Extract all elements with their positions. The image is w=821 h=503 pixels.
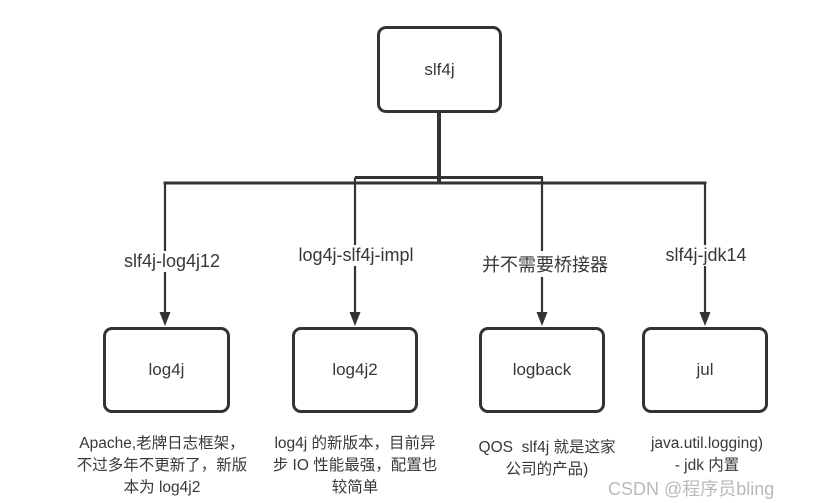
node-log4j2-label: log4j2 xyxy=(332,360,378,379)
arrowhead-log4j xyxy=(159,312,171,326)
node-jul: jul xyxy=(642,327,768,413)
node-jul-label: jul xyxy=(696,360,714,379)
node-log4j: log4j xyxy=(103,327,230,413)
edge-label-no-bridge: 并不需要桥接器 xyxy=(479,251,611,277)
caption-logback: QOS slf4j 就是这家 公司的产品) xyxy=(478,439,616,478)
edge-label-log4j-slf4j-impl: log4j-slf4j-impl xyxy=(295,245,417,266)
node-logback: logback xyxy=(479,327,605,413)
watermark-text: CSDN @程序员bling xyxy=(608,479,775,499)
arrowhead-jul xyxy=(699,312,711,326)
caption-log4j2: log4j 的新版本，目前异 步 IO 性能最强，配置也 较简单 xyxy=(272,435,438,496)
node-logback-label: logback xyxy=(512,360,572,379)
node-slf4j-label: slf4j xyxy=(424,59,455,79)
edge-label-slf4j-log4j12: slf4j-log4j12 xyxy=(120,251,224,272)
caption-jul: java.util.logging) - jdk 内置 xyxy=(650,435,763,474)
node-slf4j: slf4j xyxy=(377,26,502,113)
node-log4j-label: log4j xyxy=(148,360,185,379)
caption-log4j: Apache,老牌日志框架， 不过多年不更新了，新版 本为 log4j2 xyxy=(76,435,248,496)
edge-label-slf4j-jdk14: slf4j-jdk14 xyxy=(662,245,750,266)
node-log4j2: log4j2 xyxy=(292,327,418,413)
arrowhead-log4j2 xyxy=(349,312,361,326)
arrowhead-logback xyxy=(536,312,548,326)
